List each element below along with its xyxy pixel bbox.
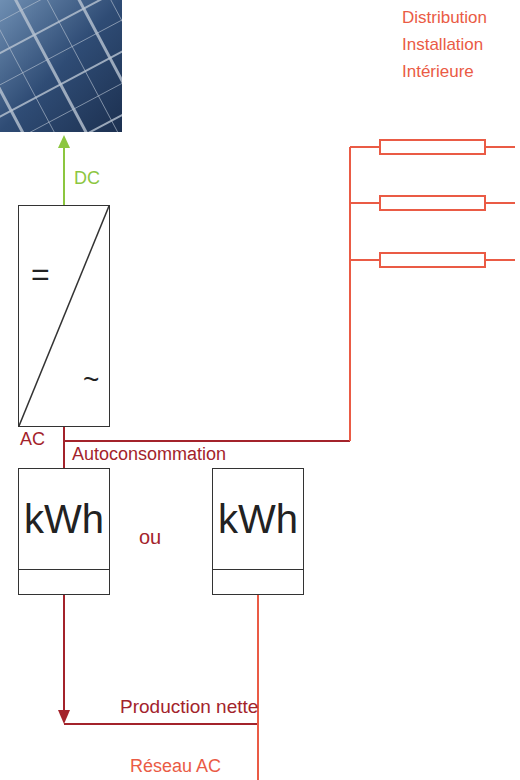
- dc-arrowhead: [58, 135, 70, 148]
- panel-cell-line: [0, 0, 101, 132]
- diagonal-line: [19, 206, 109, 426]
- dc-wire: [63, 146, 65, 205]
- or-label: ou: [139, 526, 161, 549]
- converter-symbol: ~: [83, 366, 99, 394]
- panel-frame-line: [0, 104, 122, 132]
- panel-frame-line: [0, 0, 122, 106]
- inverter-box: =~: [18, 205, 110, 427]
- panel-frame-line: [0, 0, 122, 57]
- panel-cell-line: [9, 0, 122, 132]
- connector-label: AC: [20, 429, 45, 451]
- panel-cell-line: [0, 30, 122, 132]
- meter-unit: kWh: [24, 499, 104, 539]
- meter-box: kWh: [18, 468, 110, 595]
- fuse-symbol: [380, 253, 485, 267]
- self-consumption-label: Autoconsommation: [72, 444, 226, 464]
- fuse-symbol: [380, 140, 485, 154]
- panel-cell-line: [0, 0, 122, 131]
- self-consumption-wire: [64, 440, 350, 442]
- panel-frame-line: [0, 5, 122, 132]
- meter-display: [19, 569, 109, 594]
- net-production-arrowhead: [58, 710, 70, 724]
- distribution-bus: [349, 147, 351, 441]
- grid-bus: [257, 595, 259, 780]
- grid-label: Réseau AC: [130, 756, 221, 777]
- net-production-label: Production nette: [120, 696, 258, 718]
- meter-display: [213, 569, 303, 594]
- panel-frame-line: [83, 0, 122, 132]
- converter-symbol: =: [31, 258, 50, 290]
- ac-wire: [63, 427, 65, 468]
- net-production-wire: [64, 723, 258, 725]
- net-production-wire: [63, 595, 65, 712]
- dc-label: DC: [74, 168, 100, 189]
- distribution-label: Distribution Installation Intérieure: [402, 4, 514, 85]
- fuse-symbol: [380, 196, 485, 210]
- panel-cell-line: [0, 0, 122, 82]
- meter-face: kWh: [19, 469, 109, 569]
- meter-unit: kWh: [218, 499, 298, 539]
- panel-cell-line: [0, 80, 122, 132]
- meter-box: kWh: [212, 468, 304, 595]
- panel-grid: [0, 0, 122, 132]
- solar-panel-photo: [0, 0, 122, 132]
- meter-face: kWh: [213, 469, 303, 569]
- panel-frame-line: [34, 0, 122, 132]
